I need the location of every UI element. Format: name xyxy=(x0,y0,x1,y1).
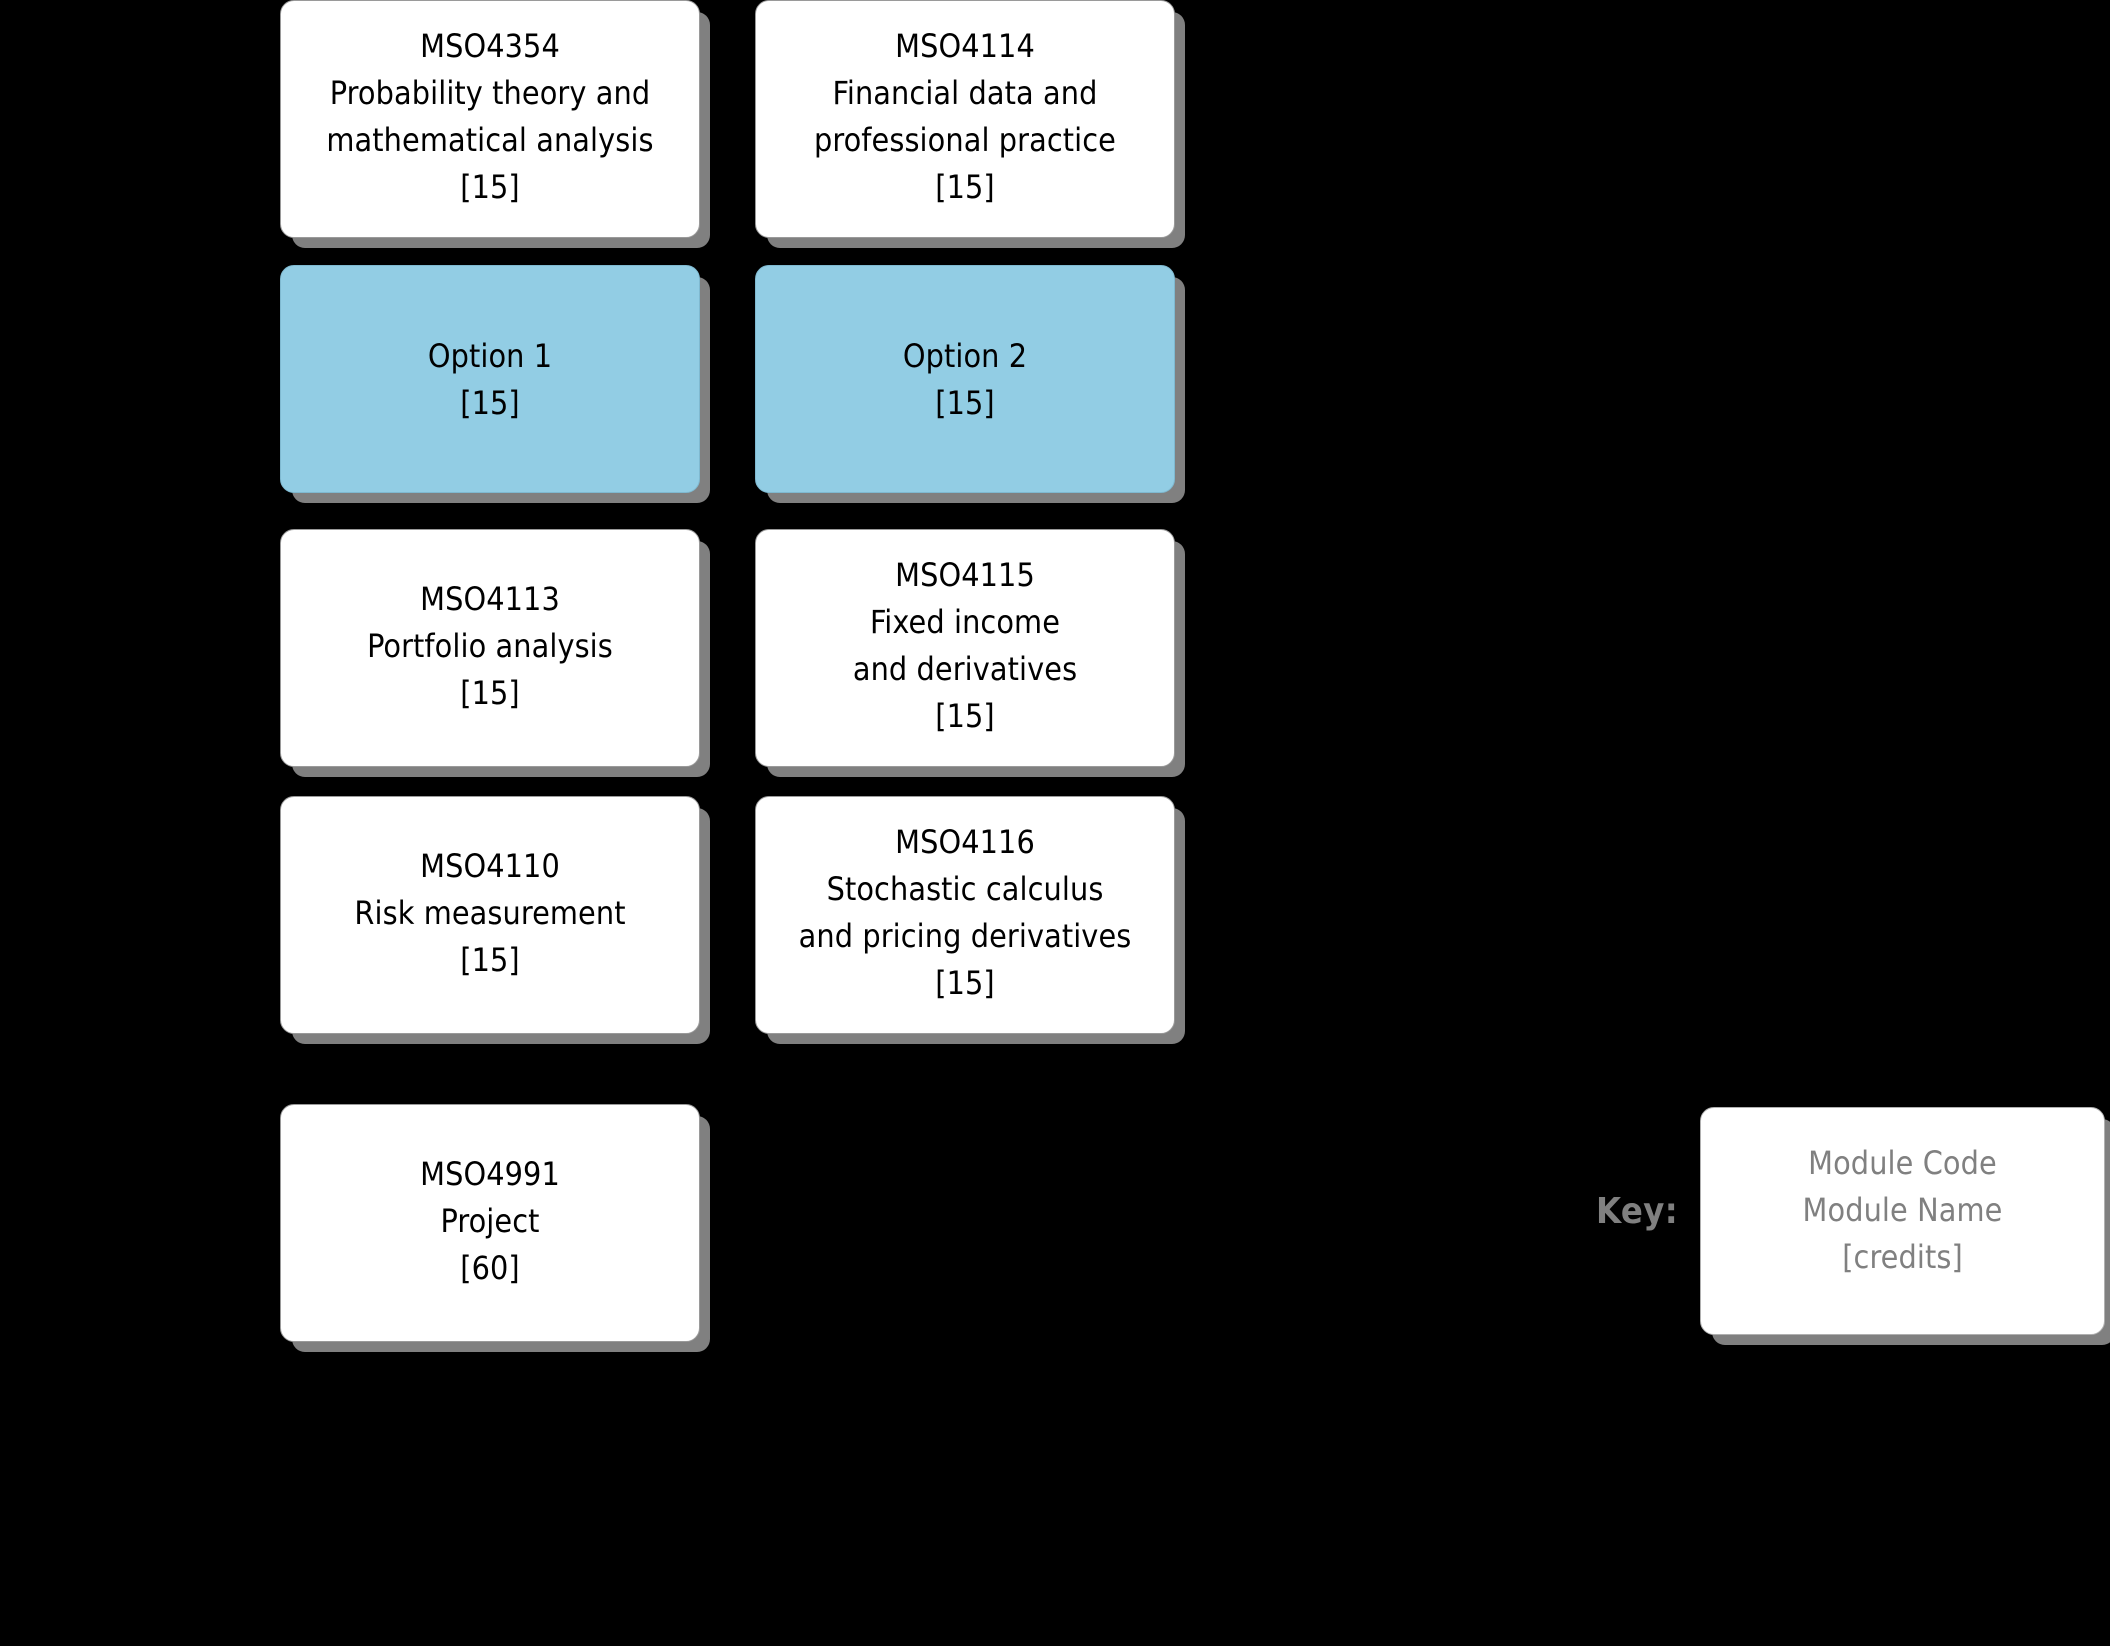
module-credits: [60] xyxy=(460,1249,520,1287)
module-credits: [15] xyxy=(935,697,995,735)
module-name-line-1: Probability theory and xyxy=(329,74,651,112)
module-credits: [15] xyxy=(935,964,995,1002)
module-card-option1[interactable]: Option 1 [15] xyxy=(280,265,700,493)
module-code: MSO4354 xyxy=(420,27,560,65)
module-credits: [15] xyxy=(935,168,995,206)
key-label: Key: xyxy=(1596,1191,1679,1232)
module-code: Module Code xyxy=(1808,1144,1997,1182)
card-text-block: Option 1 [15] xyxy=(281,266,699,427)
module-name-line-1: Project xyxy=(440,1202,540,1240)
module-card-option2[interactable]: Option 2 [15] xyxy=(755,265,1175,493)
module-code: MSO4115 xyxy=(895,556,1035,594)
module-name-line-1: Risk measurement xyxy=(354,894,626,932)
module-name-line-2: professional practice xyxy=(813,121,1116,159)
module-name-line-2: and pricing derivatives xyxy=(798,917,1132,955)
module-name-line-2: and derivatives xyxy=(852,650,1078,688)
module-name-line-1: Portfolio analysis xyxy=(367,627,613,665)
module-credits: [credits] xyxy=(1842,1238,1963,1276)
module-credits: [15] xyxy=(935,384,995,422)
module-code: Option 1 xyxy=(427,337,553,375)
module-name-line-1: Stochastic calculus xyxy=(826,870,1104,908)
module-credits: [15] xyxy=(460,674,520,712)
module-code: MSO4113 xyxy=(420,580,560,618)
module-credits: [15] xyxy=(460,168,520,206)
module-name-line-1: Fixed income xyxy=(869,603,1061,641)
module-code: MSO4110 xyxy=(420,847,560,885)
module-credits: [15] xyxy=(460,384,520,422)
module-code: MSO4114 xyxy=(895,27,1035,65)
module-code: MSO4991 xyxy=(420,1155,560,1193)
module-code: Option 2 xyxy=(902,337,1028,375)
module-name-line-2: mathematical analysis xyxy=(326,121,654,159)
module-credits: [15] xyxy=(460,941,520,979)
module-code: MSO4116 xyxy=(895,823,1035,861)
module-name-line-1: Financial data and xyxy=(832,74,1098,112)
module-name-line-1: Module Name xyxy=(1802,1191,2003,1229)
card-text-block: Option 2 [15] xyxy=(756,266,1174,427)
